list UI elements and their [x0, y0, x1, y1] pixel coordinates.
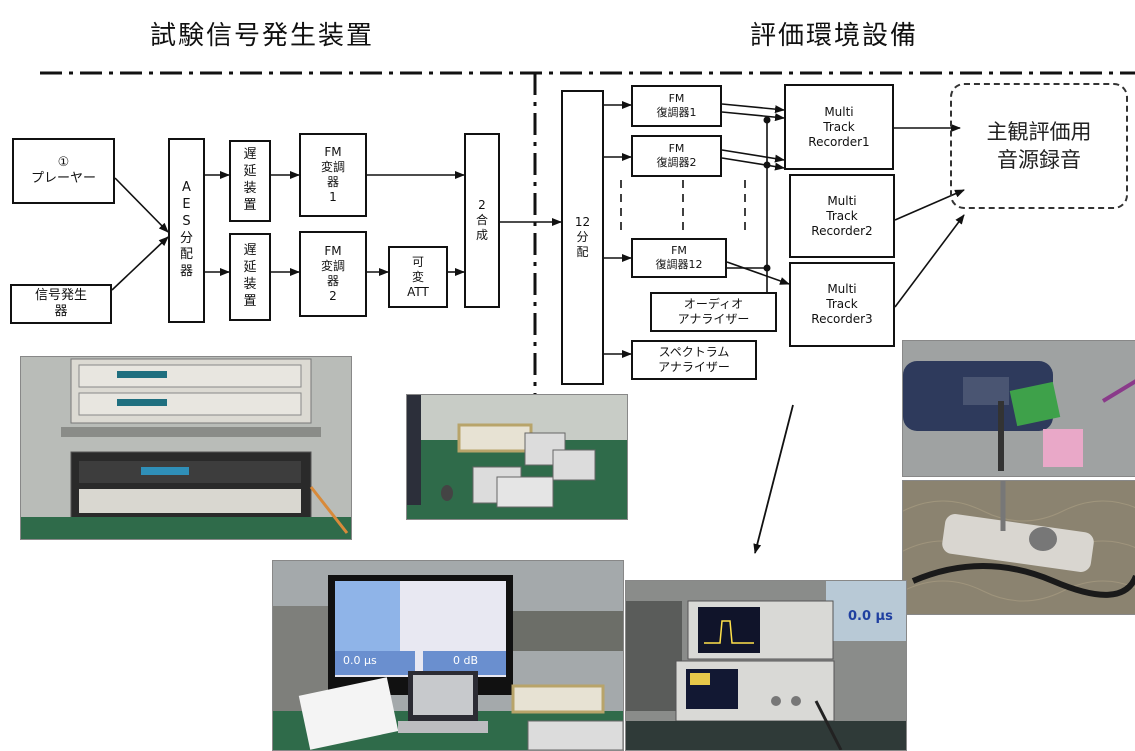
delay-unit-2: 遅延装置	[229, 233, 271, 321]
spectrum-analyzer-block: スペクトラム アナライザー	[631, 340, 757, 380]
delay-unit-1: 遅延装置	[229, 140, 271, 222]
signal-generator-block: 信号発生 器	[10, 284, 112, 324]
multitrack-recorder-3: Multi Track Recorder3	[789, 262, 895, 347]
combiner-block: 2 合 成	[464, 133, 500, 308]
delay-unit-2-label: 遅延装置	[244, 243, 257, 311]
photo-recorder-connector-1	[902, 340, 1135, 477]
player-block: ① プレーヤー	[12, 138, 115, 204]
photo-monitor-laptop: 0.0 μs 0 dB	[272, 560, 624, 751]
audio-analyzer-block: オーディオ アナライザー	[650, 292, 777, 332]
photo-spectrum-analyzer: 0.0 μs	[625, 580, 907, 751]
fm-demodulator-12: FM 復調器12	[631, 238, 727, 278]
photo-recorder-connector-2	[902, 480, 1135, 615]
aes-splitter-label: AES分配器	[180, 180, 193, 281]
fm-demodulator-2: FM 復調器2	[631, 135, 722, 177]
fm-modulator-2: FM 変調 器 2	[299, 231, 367, 317]
multitrack-recorder-1: Multi Track Recorder1	[784, 84, 894, 170]
photo-equipment-rack	[20, 356, 352, 540]
screen-readout-right: 0 dB	[453, 654, 478, 667]
delay-unit-1-label: 遅延装置	[244, 147, 257, 215]
splitter-12-block: 12 分 配	[561, 90, 604, 385]
screen-readout-left: 0.0 μs	[343, 654, 377, 667]
photo-pointer-arrow	[755, 405, 793, 553]
fm-modulator-1: FM 変調 器 1	[299, 133, 367, 217]
variable-attenuator: 可 変 ATT	[388, 246, 448, 308]
photo-audio-mixers	[406, 394, 628, 520]
multitrack-recorder-2: Multi Track Recorder2	[789, 174, 895, 258]
fm-demodulator-1: FM 復調器1	[631, 85, 722, 127]
analyzer-screen-readout: 0.0 μs	[848, 609, 893, 624]
aes-splitter-block: AES分配器	[168, 138, 205, 323]
subjective-eval-recording-target: 主観評価用 音源録音	[950, 83, 1128, 209]
